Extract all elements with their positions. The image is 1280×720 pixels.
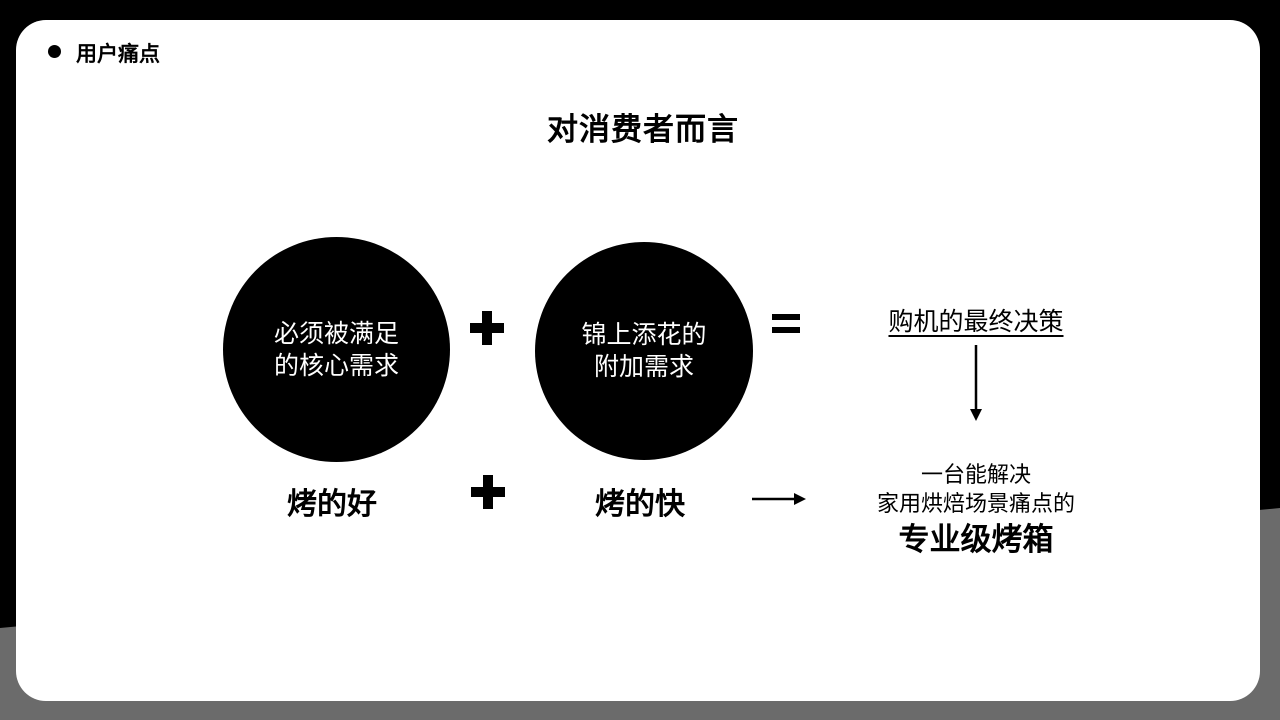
section-label: 用户痛点 (76, 42, 160, 66)
extra-need-line1: 锦上添花的 (581, 320, 707, 349)
plus-icon (470, 311, 504, 345)
equals-icon (772, 314, 800, 334)
result-product-label: 专业级烤箱 (898, 522, 1054, 558)
extra-need-circle: 锦上添花的 附加需求 (535, 242, 753, 460)
bake-well-label: 烤的好 (287, 487, 377, 522)
core-need-line1: 必须被满足 (273, 318, 399, 348)
arrow-right-icon (752, 493, 806, 505)
core-need-circle: 必须被满足 的核心需求 (223, 237, 450, 462)
extra-need-line2: 附加需求 (593, 352, 694, 381)
bullet-dot-icon (48, 45, 61, 58)
result-line1: 一台能解决 (920, 463, 1031, 488)
bake-fast-label: 烤的快 (595, 487, 685, 522)
arrow-down-icon (970, 345, 982, 421)
plus-icon (471, 475, 505, 509)
page-title: 对消费者而言 (547, 112, 739, 148)
core-need-line2: 的核心需求 (273, 350, 399, 380)
result-block: 一台能解决 家用烘焙场景痛点的 专业级烤箱 (826, 462, 1126, 560)
result-line2: 家用烘焙场景痛点的 (876, 492, 1075, 517)
purchase-decision-label: 购机的最终决策 (888, 307, 1064, 336)
